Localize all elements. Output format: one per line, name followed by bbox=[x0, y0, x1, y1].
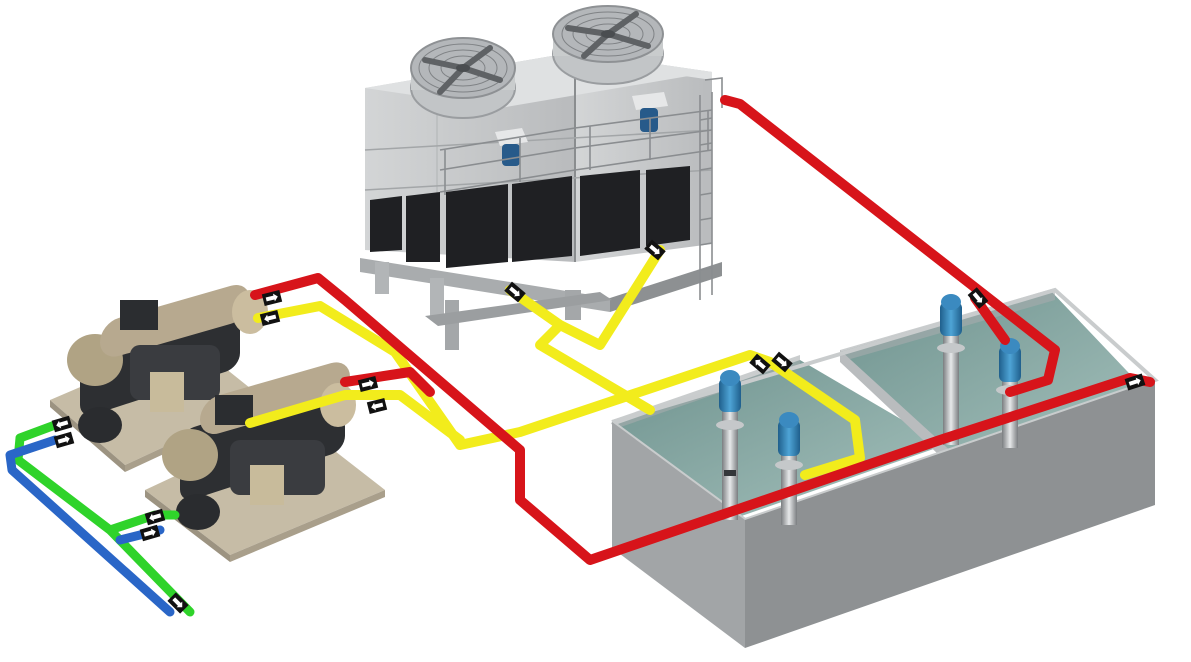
tower-handrail bbox=[439, 77, 723, 195]
chiller-2 bbox=[145, 362, 385, 562]
flow-arrow-icon bbox=[261, 290, 283, 306]
pump-2 bbox=[775, 412, 803, 525]
pump-3 bbox=[937, 294, 965, 445]
flow-arrow-icon bbox=[749, 353, 771, 375]
tower-base-frame bbox=[360, 258, 722, 350]
flow-arrow-icon bbox=[771, 351, 793, 373]
condenser-supply-pipe bbox=[250, 95, 1155, 565]
tower-ladder bbox=[699, 92, 713, 300]
cooling-tower bbox=[360, 5, 723, 350]
flow-arrow-icon bbox=[1124, 373, 1146, 391]
fan-1 bbox=[410, 37, 516, 119]
tank-front-wall bbox=[612, 422, 745, 648]
fan-2 bbox=[552, 5, 664, 85]
flow-arrow-icon bbox=[51, 415, 73, 433]
flow-arrow-icon bbox=[167, 592, 189, 614]
chilled-water-return-pipe bbox=[5, 435, 175, 617]
flow-arrow-icon bbox=[644, 239, 666, 261]
tank-side-wall bbox=[745, 380, 1155, 648]
flow-arrow-icon bbox=[53, 431, 75, 449]
flow-arrow-icon bbox=[144, 508, 166, 526]
flow-arrow-icon bbox=[366, 398, 388, 414]
flow-arrow-icon bbox=[967, 287, 989, 309]
flow-arrow-icon bbox=[259, 310, 281, 326]
flow-arrow-icon bbox=[139, 524, 161, 542]
flow-arrow-icon bbox=[357, 376, 379, 392]
cold-well-tank bbox=[610, 287, 1159, 648]
tower-louvers bbox=[370, 166, 690, 268]
condenser-return-pipe bbox=[245, 245, 865, 480]
flow-arrows bbox=[51, 239, 1146, 614]
tower-motor-2 bbox=[632, 92, 668, 132]
pump-1 bbox=[716, 370, 744, 520]
flow-arrow-icon bbox=[504, 281, 526, 303]
